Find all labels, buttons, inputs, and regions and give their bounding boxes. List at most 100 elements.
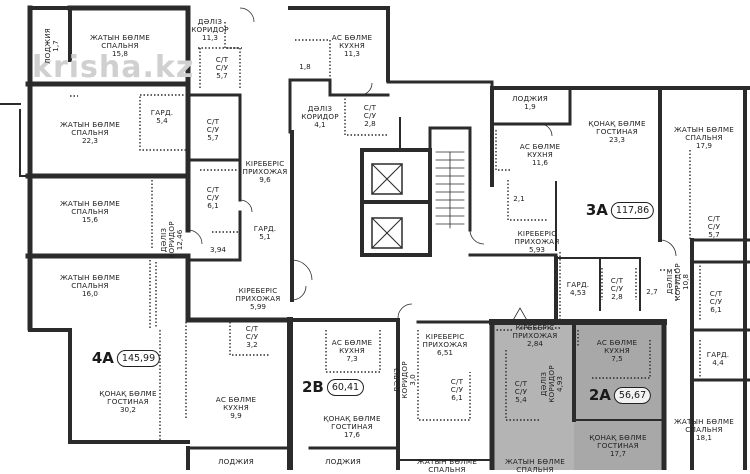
- room-area: 2,8: [611, 292, 623, 301]
- room-area: 16,0: [81, 289, 98, 298]
- unit-area: 56,67: [613, 386, 652, 404]
- room-label: ЛОДЖИЯ: [218, 458, 254, 466]
- room-name: КІРЕБЕРІС: [245, 159, 285, 168]
- room-name: С/Т: [450, 377, 464, 386]
- room-area: 9,6: [259, 175, 271, 184]
- room-name: С/Т: [245, 324, 259, 333]
- room-name: С/У: [245, 332, 259, 341]
- room-name: С/У: [709, 297, 723, 306]
- room-name: ПРИХОЖАЯ: [422, 340, 468, 349]
- room-area: 15,8: [111, 49, 128, 58]
- room-area: 11,3: [343, 49, 360, 58]
- room-name: ЖАТЫН БӨЛМЕ: [416, 457, 478, 466]
- room-label: ГАРД.5,4: [151, 109, 174, 125]
- room-name: АС БӨЛМЕ: [331, 338, 373, 347]
- room-label: ЛОДЖИЯ: [325, 458, 361, 466]
- room-area: 2,1: [513, 194, 525, 203]
- room-name: ГОСТИНАЯ: [107, 397, 149, 406]
- room-name: ҚОНАҚ БӨЛМЕ: [589, 433, 647, 442]
- room-area: 12,46: [175, 229, 184, 251]
- room-name: СПАЛЬНЯ: [101, 41, 139, 50]
- room-name: КОРИДОР: [191, 25, 229, 34]
- room-label: 1,8: [299, 63, 310, 71]
- unit-code: 3A: [585, 201, 608, 219]
- room-name: С/Т: [707, 214, 721, 223]
- room-name: ҚОНАҚ БӨЛМЕ: [588, 119, 646, 128]
- room-area: 7,5: [611, 354, 623, 363]
- room-name: С/У: [514, 387, 528, 396]
- room-area: 9,9: [230, 411, 242, 420]
- room-name: С/У: [206, 193, 220, 202]
- watermark-text: krisha.kz: [32, 50, 195, 85]
- unit-code: 4A: [91, 349, 114, 367]
- room-label: ГАРД.4,53: [567, 281, 590, 297]
- room-area: 3,94: [209, 245, 227, 254]
- room-name: С/У: [707, 222, 721, 231]
- room-name: ПРИХОЖАЯ: [514, 237, 560, 246]
- room-name: ГАРД.: [150, 108, 174, 117]
- room-name: ДӘЛІЗ: [197, 17, 223, 26]
- room-area: 15,6: [81, 215, 98, 224]
- room-name: ЖАТЫН БӨЛМЕ: [673, 417, 735, 426]
- room-area: 4,4: [712, 358, 724, 367]
- room-area: 4,93: [555, 375, 564, 393]
- room-area: 5,7: [216, 71, 228, 80]
- room-name: ПРИХОЖАЯ: [512, 331, 558, 340]
- room-area: 2,84: [526, 339, 544, 348]
- room-name: КУХНЯ: [604, 346, 630, 355]
- room-area: 5,7: [708, 230, 720, 239]
- room-area: 2,8: [364, 119, 376, 128]
- dotted-partitions: [70, 22, 701, 440]
- room-name: КУХНЯ: [223, 403, 249, 412]
- room-name: СПАЛЬНЯ: [516, 465, 554, 474]
- room-label: 2,7: [646, 288, 657, 296]
- room-area: 18,1: [695, 433, 712, 442]
- room-name: ГОСТИНАЯ: [331, 422, 373, 431]
- room-area: 7,3: [346, 354, 358, 363]
- room-name: ЖАТЫН БӨЛМЕ: [673, 125, 735, 134]
- room-name: ЛОДЖИЯ: [512, 94, 548, 103]
- room-name: С/Т: [363, 103, 377, 112]
- room-area: 5,99: [249, 302, 267, 311]
- room-name: С/Т: [514, 379, 528, 388]
- door-swings: [187, 7, 677, 323]
- room-name: ЛОДЖИЯ: [218, 457, 254, 466]
- unit-code: 2A: [588, 386, 611, 404]
- wall-lines: [0, 5, 750, 470]
- room-area: 4,1: [314, 120, 326, 129]
- room-name: АС БӨЛМЕ: [519, 142, 561, 151]
- room-name: С/У: [215, 63, 229, 72]
- room-area: 11,6: [531, 158, 548, 167]
- room-area: 5,4: [156, 116, 168, 125]
- room-name: С/У: [450, 385, 464, 394]
- room-area: 1,9: [524, 102, 536, 111]
